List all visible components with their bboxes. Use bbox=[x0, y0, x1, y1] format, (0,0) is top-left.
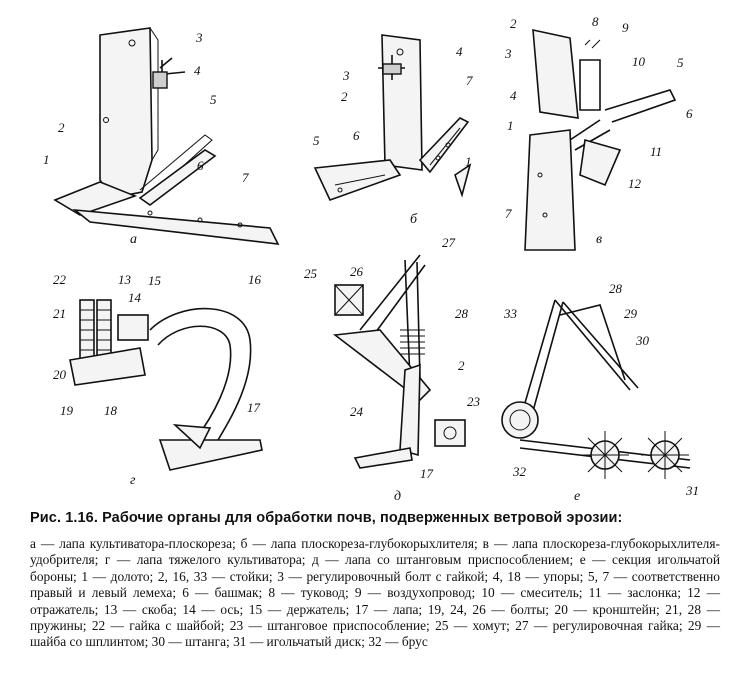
callout-a-5: 5 bbox=[210, 92, 217, 107]
callout-a-6: 6 bbox=[197, 158, 204, 173]
callout-d-27: 27 bbox=[442, 235, 456, 250]
callout-g-17: 17 bbox=[247, 400, 261, 415]
callout-v-7: 7 bbox=[505, 206, 512, 221]
callout-d-17: 17 bbox=[420, 466, 434, 481]
sublabel-g: г bbox=[130, 473, 136, 488]
callout-g-20: 20 bbox=[53, 367, 67, 382]
callout-d-2: 2 bbox=[458, 358, 465, 373]
caption-title: Рис. 1.16. Рабочие органы для обработки … bbox=[30, 510, 623, 526]
callout-v-2: 2 bbox=[510, 16, 517, 31]
caption-text: а — лапа культиватора-плоскореза; б — ла… bbox=[30, 536, 720, 650]
callout-g-22: 22 bbox=[53, 272, 67, 287]
callout-d-25: 25 bbox=[304, 266, 318, 281]
callout-e-28: 28 bbox=[609, 281, 623, 296]
callout-v-1: 1 bbox=[507, 118, 514, 133]
callout-d-24: 24 bbox=[350, 404, 364, 419]
callout-v-4: 4 bbox=[510, 88, 517, 103]
callout-b-6: 6 bbox=[353, 128, 360, 143]
callout-e-32: 32 bbox=[512, 464, 527, 479]
callout-d-28: 28 bbox=[455, 306, 469, 321]
callout-v-10: 10 bbox=[632, 54, 646, 69]
callout-g-21: 21 bbox=[53, 306, 66, 321]
callout-b-2: 2 bbox=[341, 89, 348, 104]
callout-e-29: 29 bbox=[624, 306, 638, 321]
sublabel-b: б bbox=[410, 212, 418, 227]
callout-g-13: 13 bbox=[118, 272, 132, 287]
callout-v-3: 3 bbox=[504, 46, 512, 61]
panel-b-drawing bbox=[313, 34, 472, 201]
panel-g-drawing bbox=[69, 299, 263, 471]
callout-g-14: 14 bbox=[128, 290, 142, 305]
callout-a-7: 7 bbox=[242, 170, 249, 185]
panel-d-drawing bbox=[332, 254, 466, 469]
callout-g-18: 18 bbox=[104, 403, 118, 418]
callout-v-5: 5 bbox=[677, 55, 684, 70]
sublabel-d: д bbox=[394, 489, 401, 504]
panel-a-drawing bbox=[53, 27, 280, 245]
callout-a-4: 4 bbox=[194, 63, 201, 78]
sublabel-a: а bbox=[130, 232, 137, 247]
callout-d-26: 26 bbox=[350, 264, 364, 279]
sublabel-e: е bbox=[574, 489, 580, 504]
panel-v-drawing bbox=[524, 28, 677, 251]
callout-b-7: 7 bbox=[466, 73, 473, 88]
callout-a-1: 1 bbox=[43, 152, 50, 167]
figure-illustration: 3 4 5 6 7 1 2 а 4 3 2 7 5 6 1 б 2 8 9 3 bbox=[43, 14, 699, 504]
figure-caption: Рис. 1.16. Рабочие органы для обработки … bbox=[30, 510, 720, 651]
callout-v-12: 12 bbox=[628, 176, 642, 191]
callout-e-31: 31 bbox=[685, 483, 699, 498]
panel-e-drawing bbox=[501, 299, 691, 479]
callout-g-19: 19 bbox=[60, 403, 74, 418]
callout-e-33: 33 bbox=[503, 306, 518, 321]
callout-v-6: 6 bbox=[686, 106, 693, 121]
callout-b-5: 5 bbox=[313, 133, 320, 148]
callout-v-11: 11 bbox=[650, 144, 662, 159]
callout-b-1: 1 bbox=[465, 154, 472, 169]
callout-a-2: 2 bbox=[58, 120, 65, 135]
callout-g-15: 15 bbox=[148, 273, 162, 288]
callout-v-8: 8 bbox=[592, 14, 599, 29]
callout-v-9: 9 bbox=[622, 20, 629, 35]
callout-a-3: 3 bbox=[195, 30, 203, 45]
callout-d-23: 23 bbox=[467, 394, 481, 409]
callout-g-16: 16 bbox=[248, 272, 262, 287]
callout-e-30: 30 bbox=[635, 333, 650, 348]
sublabel-v: в bbox=[596, 232, 602, 247]
callout-b-3: 3 bbox=[342, 68, 350, 83]
callout-b-4: 4 bbox=[456, 44, 463, 59]
